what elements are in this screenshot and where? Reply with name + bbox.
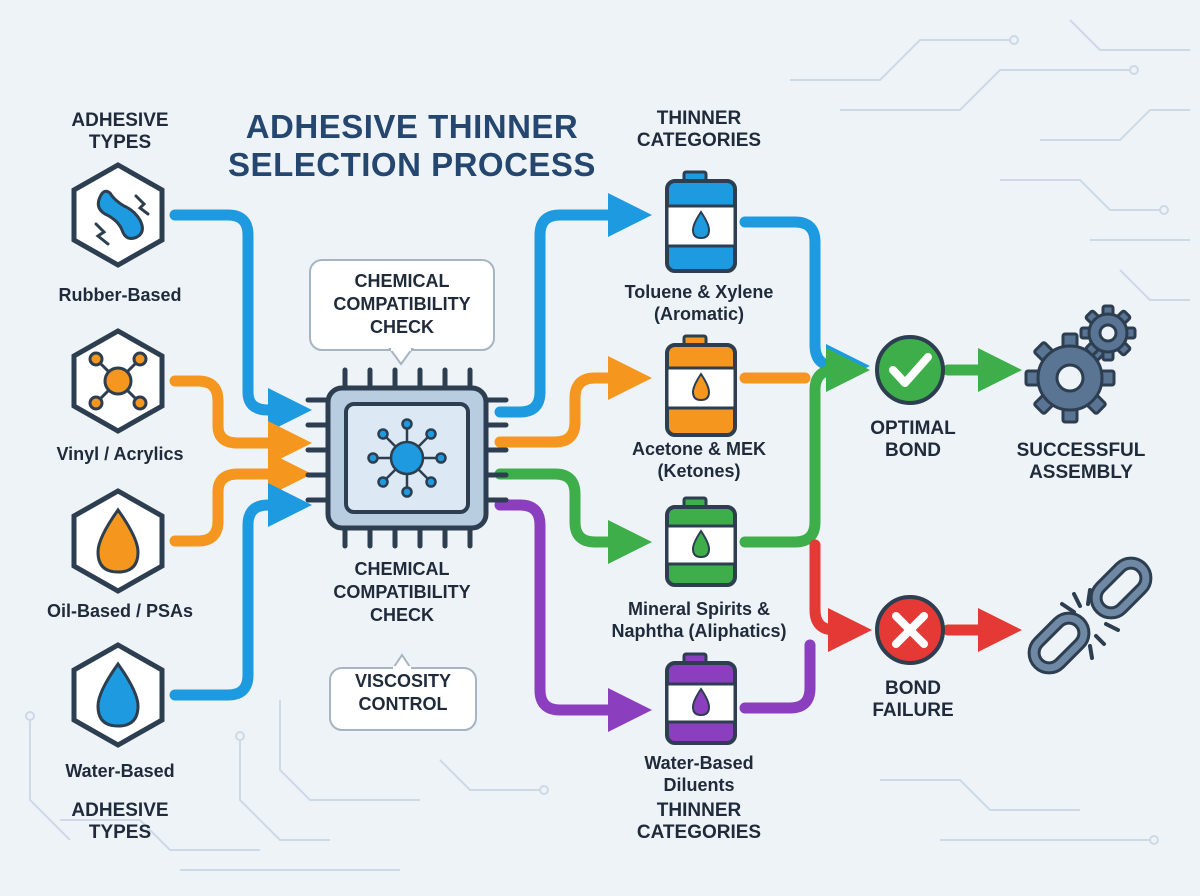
header-adhesive-types-top: ADHESIVE TYPES — [71, 110, 169, 153]
header-adhesive-types-bottom: ADHESIVE TYPES — [71, 800, 169, 843]
arrow-check-to-water-diluents — [494, 499, 652, 732]
processor-chip-icon — [305, 367, 509, 549]
header-thinner-categories-top: THINNER CATEGORIES — [636, 108, 762, 151]
outcome-label-bond-failure: BOND FAILURE — [872, 678, 954, 721]
output-arrows — [494, 193, 652, 732]
gears-icon — [1024, 304, 1137, 424]
page-title: ADHESIVE THINNER SELECTION PROCESS — [228, 108, 596, 183]
arrow-aliphatics-to-optimal — [739, 348, 870, 548]
broken-chain-icon — [1027, 556, 1153, 675]
bubble-text-viscosity-control: VISCOSITY CONTROL — [354, 671, 452, 714]
arrow-to-failure — [809, 539, 872, 652]
thinner-label-water-diluents: Water-Based Diluents — [644, 753, 754, 795]
adhesive-label-vinyl: Vinyl / Acrylics — [56, 444, 184, 464]
thinner-can-water-diluents — [665, 652, 737, 745]
thinner-can-aromatic — [665, 170, 737, 273]
thinner-can-aliphatics — [665, 496, 737, 587]
thinner-label-ketones: Acetone & MEK (Ketones) — [631, 439, 766, 481]
arrow-water-to-check — [169, 483, 312, 701]
arrow-check-to-ketones — [494, 356, 652, 448]
adhesive-label-rubber: Rubber-Based — [58, 285, 182, 305]
thinner-can-ketones — [665, 334, 737, 437]
bubble-chemical-compatibility — [309, 259, 495, 366]
adhesive-label-water: Water-Based — [65, 761, 175, 781]
solvent-can-icon — [691, 372, 711, 402]
adhesive-label-oil: Oil-Based / PSAs — [46, 601, 194, 621]
optimal-bond-node — [875, 335, 945, 405]
process-label-chemical-compatibility: CHEMICAL COMPATIBILITY CHECK — [333, 559, 471, 625]
solvent-can-icon — [691, 210, 711, 240]
rubber-band-icon — [94, 189, 150, 246]
bubble-text-chemical-compatibility: CHEMICAL COMPATIBILITY CHECK — [333, 271, 471, 337]
molecule-icon — [88, 351, 148, 411]
check-icon — [889, 353, 932, 387]
cross-icon — [892, 612, 928, 648]
adhesive-hexagon-water — [71, 642, 165, 748]
oil-drop-icon — [96, 507, 140, 574]
input-arrows — [169, 209, 312, 701]
header-thinner-categories-bottom: THINNER CATEGORIES — [636, 800, 762, 843]
circuit-traces-decoration — [25, 19, 1190, 871]
bond-failure-node — [875, 595, 945, 665]
water-drop-icon — [96, 661, 140, 728]
arrow-vinyl-to-check — [169, 375, 312, 465]
adhesive-hexagon-rubber — [71, 162, 165, 268]
outcome-label-optimal-bond: OPTIMAL BOND — [870, 418, 956, 461]
arrow-water-diluents-to-failure — [739, 639, 816, 714]
thinner-label-aliphatics: Mineral Spirits & Naphtha (Aliphatics) — [611, 599, 787, 641]
outcome-label-successful-assembly: SUCCESSFUL ASSEMBLY — [1016, 440, 1146, 483]
bubble-viscosity-control — [329, 653, 477, 731]
solvent-can-icon — [691, 529, 711, 559]
arrow-check-to-aromatic — [494, 193, 652, 418]
adhesive-hexagon-vinyl — [71, 328, 165, 434]
adhesive-hexagon-oil — [71, 488, 165, 594]
arrow-rubber-to-check — [169, 209, 312, 432]
arrow-oil-to-check — [169, 452, 312, 547]
outcome-arrows — [739, 216, 1022, 714]
solvent-can-icon — [691, 687, 711, 717]
thinner-label-aromatic: Toluene & Xylene (Aromatic) — [624, 282, 774, 324]
arrow-check-to-aliphatics — [494, 468, 652, 564]
